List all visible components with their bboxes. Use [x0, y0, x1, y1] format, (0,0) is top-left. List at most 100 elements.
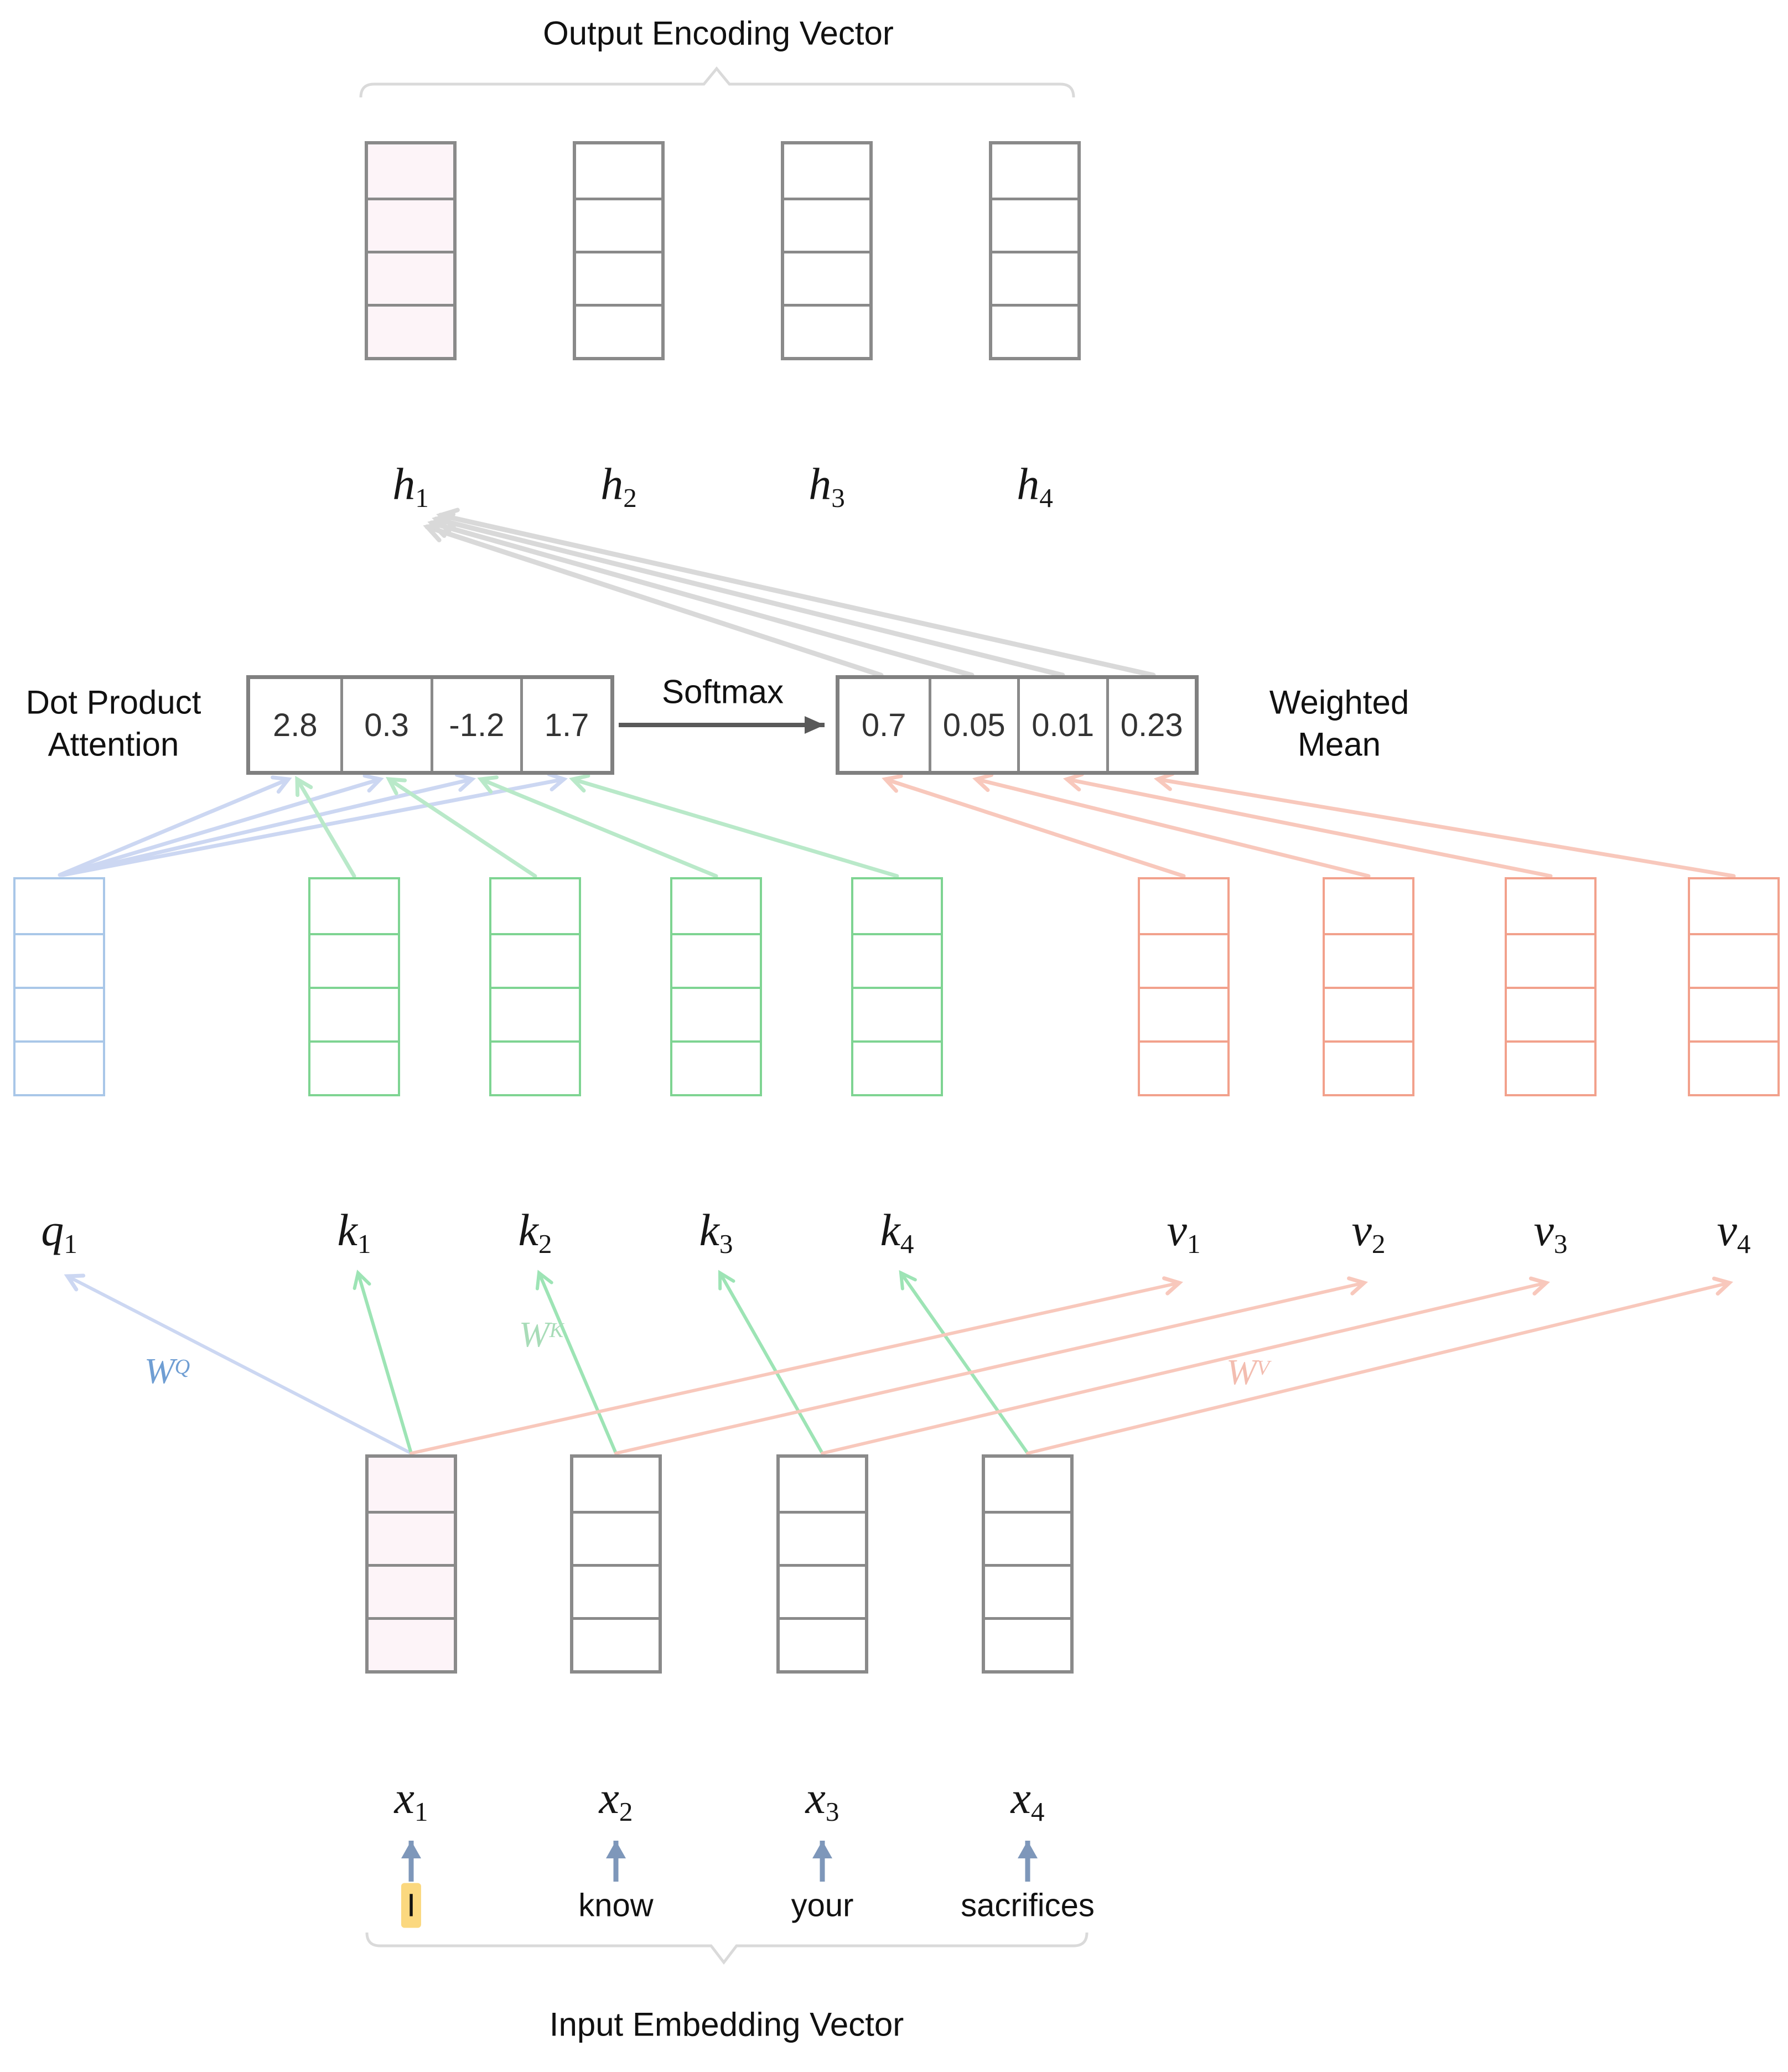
vector-cell [1690, 879, 1777, 933]
vector-cell [1507, 879, 1594, 933]
vector-cell [784, 304, 869, 357]
vector-x4 [982, 1454, 1074, 1674]
vector-cell [369, 1564, 454, 1617]
label-base: v [1533, 1205, 1554, 1256]
vector-cell [310, 1040, 398, 1094]
vector-cell [576, 144, 661, 198]
query-to-score-arrows [58, 772, 568, 877]
label-sup: V [1256, 1356, 1270, 1380]
word-i: I [401, 1883, 422, 1928]
vector-cell [310, 987, 398, 1040]
mean-to-h1-arrow [436, 519, 1065, 678]
vector-cell [1507, 1040, 1594, 1094]
output-bracket [359, 66, 1075, 98]
attention-score-cell: 2.8 [273, 707, 318, 743]
vector-cell [15, 879, 103, 933]
vector-k3 [670, 877, 762, 1096]
label-h1: h1 [392, 458, 429, 514]
word-highlight: I [401, 1883, 422, 1928]
vector-cell [369, 1458, 454, 1511]
label-v4: v4 [1717, 1204, 1751, 1260]
label-x4: x4 [1011, 1772, 1045, 1827]
vector-h3 [781, 141, 873, 360]
output-encoding-title: Output Encoding Vector [543, 14, 894, 52]
label-k4: k4 [880, 1204, 914, 1260]
vector-v3 [1505, 877, 1597, 1096]
vector-cell [780, 1564, 865, 1617]
label-sub: 4 [900, 1228, 914, 1259]
vector-cell [992, 198, 1077, 251]
vector-cell [992, 251, 1077, 304]
vector-cell [672, 1040, 760, 1094]
label-v1: v1 [1167, 1204, 1201, 1260]
word-know: know [578, 1887, 654, 1924]
wv-arrow [1026, 1276, 1733, 1455]
vector-cell [780, 1511, 865, 1564]
value-to-mean-arrow [882, 774, 1186, 878]
vector-cell [368, 144, 453, 198]
vector-cell [491, 987, 579, 1040]
vector-cell [985, 1458, 1070, 1511]
wv-arrow [821, 1276, 1550, 1455]
label-x3: x3 [806, 1772, 839, 1827]
vector-cell [369, 1617, 454, 1670]
vector-cell [1140, 1040, 1227, 1094]
label-sub: 2 [619, 1796, 633, 1827]
vector-cell [1140, 987, 1227, 1040]
attention-score-row: 2.8 0.3 -1.2 1.7 [246, 675, 614, 775]
weighted-mean-line2: Mean [1297, 726, 1381, 763]
label-x1: x1 [395, 1772, 428, 1827]
vector-cell [573, 1511, 659, 1564]
wv-arrows [410, 1276, 1733, 1455]
label-sub: 3 [719, 1228, 733, 1259]
vector-v2 [1323, 877, 1414, 1096]
vector-cell [1325, 879, 1412, 933]
vector-cell [576, 304, 661, 357]
wv-arrow [410, 1276, 1183, 1455]
mean-to-h1-arrow [432, 523, 975, 678]
label-sub: 1 [414, 1796, 428, 1827]
label-base: x [805, 1773, 826, 1824]
label-base: h [392, 459, 416, 510]
vector-cell [992, 144, 1077, 198]
vector-cell [1690, 1040, 1777, 1094]
vector-k4 [851, 877, 943, 1096]
label-wk: WK [519, 1314, 564, 1356]
vector-k2 [489, 877, 581, 1096]
label-base: v [1717, 1205, 1737, 1256]
vector-cell [368, 304, 453, 357]
vector-cell [310, 879, 398, 933]
vector-cell [15, 987, 103, 1040]
value-to-mean-arrow [972, 773, 1371, 878]
vector-cell [672, 933, 760, 987]
mean-to-h1-arrow [440, 515, 1156, 678]
weighted-mean-label: Weighted Mean [1269, 681, 1409, 765]
label-h2: h2 [600, 458, 637, 514]
vector-cell [992, 304, 1077, 357]
vector-cell [15, 933, 103, 987]
dot-product-attention-line1: Dot Product [25, 683, 201, 721]
attention-score-cell: -1.2 [430, 679, 521, 771]
key-to-score-arrow [569, 774, 899, 878]
dot-product-attention-label: Dot Product Attention [26, 681, 201, 765]
label-sub: 1 [357, 1228, 371, 1259]
vector-cell [780, 1617, 865, 1670]
query-to-score-arrow [61, 772, 568, 877]
vector-x2 [570, 1454, 662, 1674]
label-base: q [41, 1205, 64, 1256]
vector-cell [672, 987, 760, 1040]
vector-cell [853, 879, 941, 933]
wk-arrow [535, 1270, 618, 1455]
vector-q1 [13, 877, 105, 1096]
weighted-mean-line1: Weighted [1269, 683, 1409, 721]
input-bracket [365, 1932, 1089, 1965]
label-base: h [809, 459, 832, 510]
vector-cell [491, 1040, 579, 1094]
vector-cell [1325, 987, 1412, 1040]
vector-cell [1690, 987, 1777, 1040]
dot-product-attention-line2: Attention [48, 726, 179, 763]
label-h3: h3 [809, 458, 845, 514]
label-base: h [1017, 459, 1040, 510]
vector-cell [853, 933, 941, 987]
